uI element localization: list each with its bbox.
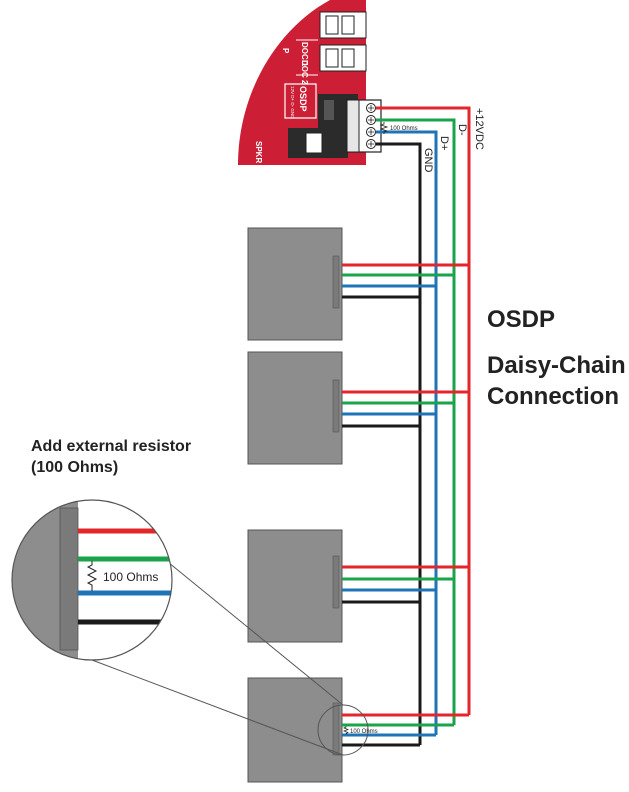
pin-labels: 12V D+ D- GND [290, 86, 295, 119]
terminal-resistor-label: 100 Ohms [390, 126, 418, 132]
osdp-heading: OSDP [487, 306, 556, 333]
power-wire [376, 106, 471, 715]
doc1-label: DOC 1 [300, 42, 309, 67]
resistor-value-heading: (100 Ohms) [31, 459, 119, 476]
spkr-label: SPKR [254, 141, 263, 163]
terminal-resistor: 100 Ohms [379, 122, 418, 134]
zoom-line-bottom [91, 659, 344, 756]
data-minus-label: D- [456, 124, 468, 136]
data-minus-wire [376, 118, 456, 725]
add-resistor-heading: Add external resistor [31, 438, 192, 455]
power-wire-label: +12VDC [473, 108, 485, 150]
osdp-port-label: OSDP [298, 86, 308, 112]
zoom-lens: 100 Ohms [11, 499, 173, 661]
connection-heading: Connection [487, 383, 619, 410]
zoom-resistor-label: 100 Ohms [103, 570, 158, 584]
reader-4: 100 Ohms [247, 677, 469, 783]
daisy-chain-heading: Daisy-Chain [487, 352, 626, 379]
terminal-block [346, 99, 382, 153]
reader-2 [247, 351, 469, 465]
last-reader-resistor-label: 100 Ohms [350, 729, 378, 735]
terminal-wires [376, 106, 471, 745]
doc2-label: DOC 2 [300, 60, 309, 85]
data-plus-wire [376, 130, 438, 735]
data-plus-label: D+ [438, 136, 450, 150]
ground-wire [376, 142, 422, 745]
reader-1 [247, 227, 469, 341]
p-label: P [281, 48, 290, 54]
ground-label: GND [422, 148, 434, 173]
reader-3 [247, 529, 469, 643]
